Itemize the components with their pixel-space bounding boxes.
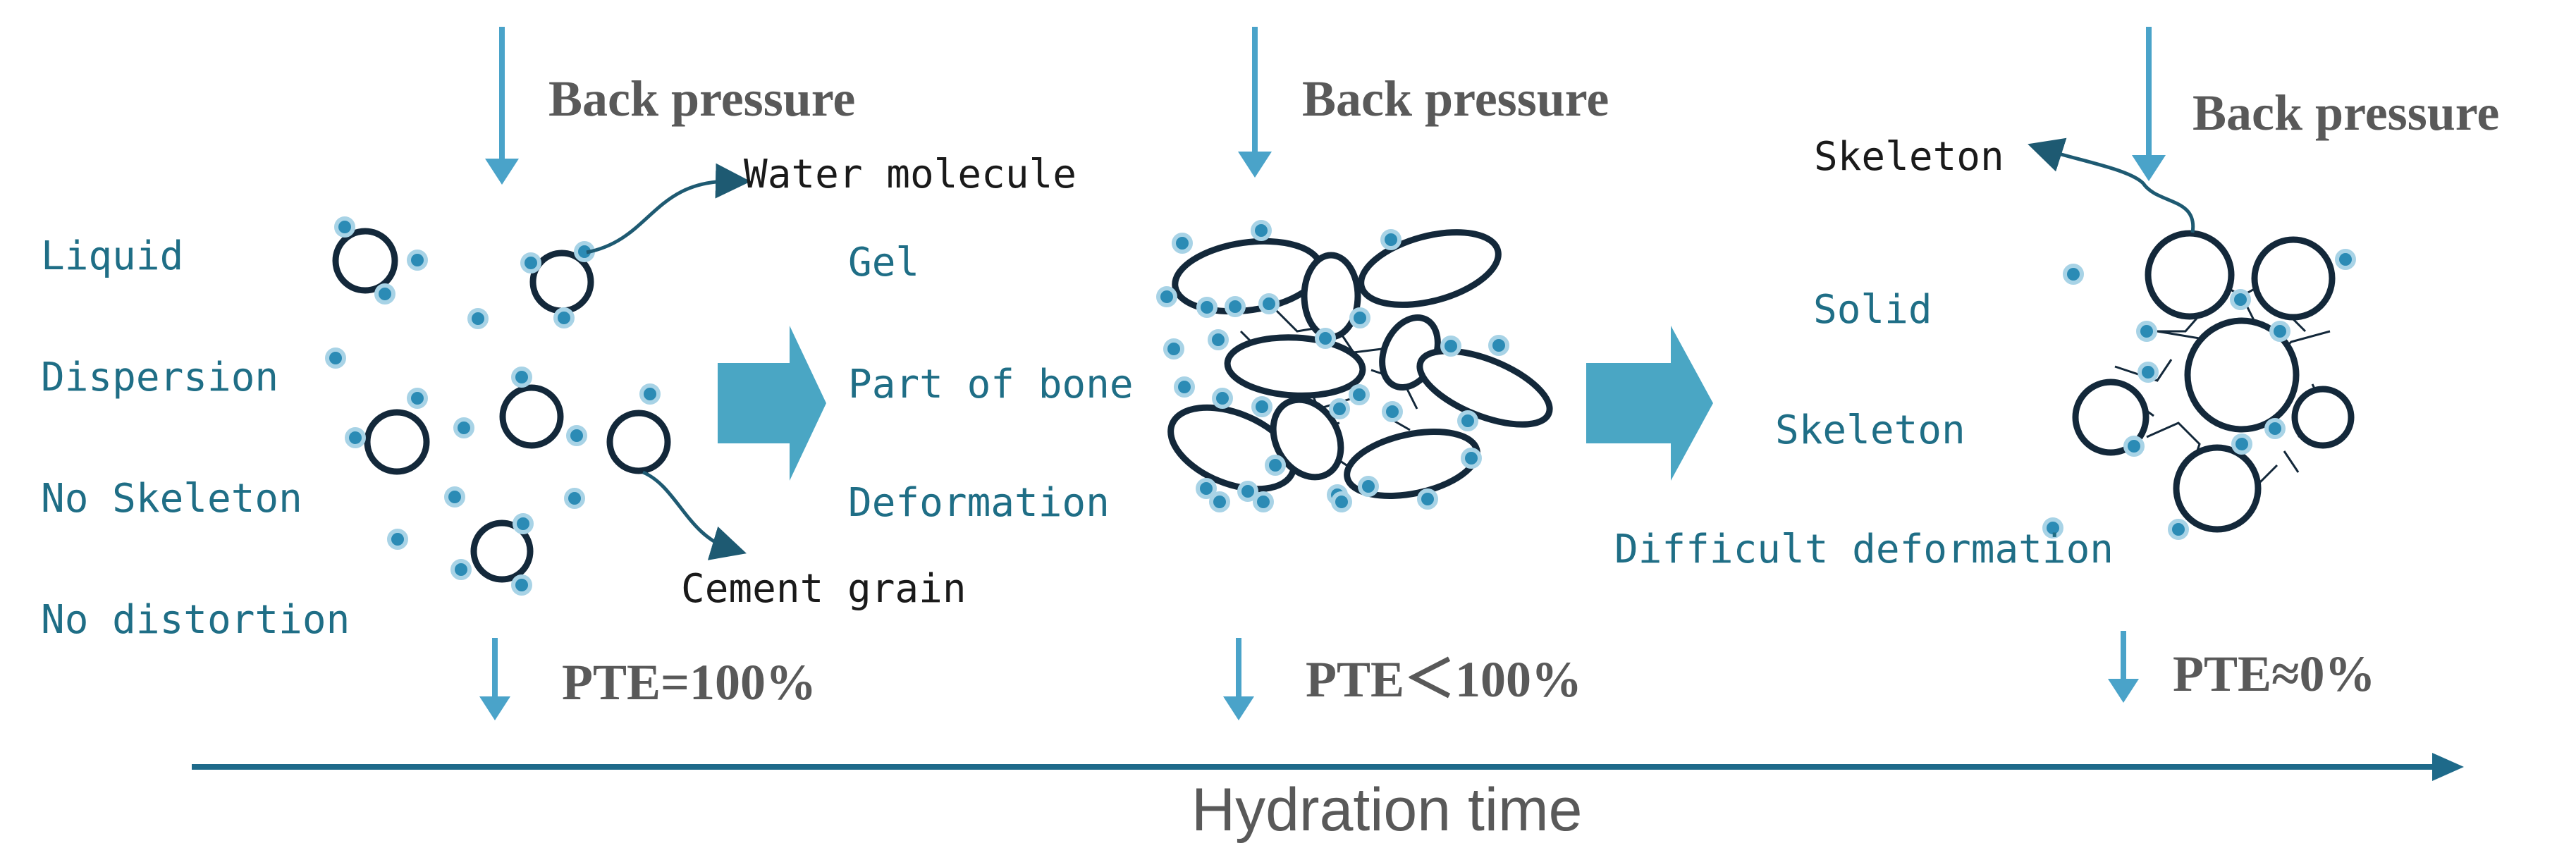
stage3-property: Solid — [1813, 287, 1932, 333]
stage1-callout-leaders — [586, 163, 751, 560]
stage2-gel-particles — [1167, 229, 1553, 499]
stage1-water-molecules — [325, 216, 661, 596]
pte-arrow-3 — [2108, 631, 2139, 703]
pte-arrow-2 — [1223, 638, 1254, 720]
stage2-property: Part of bone — [848, 362, 1134, 407]
back-pressure-arrow-3 — [2132, 27, 2166, 181]
stage3-property: Difficult deformation — [1614, 527, 2114, 572]
stage3-water-molecules — [2042, 249, 2356, 540]
transition-arrow-1 — [718, 326, 826, 481]
stage2-property: Deformation — [848, 480, 1110, 526]
stage1-property: Liquid — [41, 233, 184, 279]
back-pressure-label-1: Back pressure — [548, 70, 856, 127]
cement-grain-label: Cement grain — [681, 566, 967, 612]
water-molecule-label: Water molecule — [744, 152, 1077, 197]
skeleton-callout-label: Skeleton — [1814, 134, 2004, 180]
stage1-property: Dispersion — [41, 355, 279, 400]
stage3-property: Skeleton — [1775, 407, 1965, 453]
stage3-skeleton-particles — [2072, 230, 2355, 533]
pte-arrow-1 — [479, 638, 510, 720]
stage1-property: No Skeleton — [41, 476, 302, 522]
transition-arrow-2 — [1586, 326, 1713, 481]
stage3-callout-leader — [2028, 137, 2195, 233]
back-pressure-arrow-1 — [485, 27, 519, 185]
hydration-axis-arrow — [192, 753, 2464, 781]
back-pressure-arrow-2 — [1238, 27, 1272, 178]
stage1-property: No distortion — [41, 597, 350, 643]
stage2-water-molecules — [1156, 220, 1509, 512]
pte-label-2: PTE＜100% — [1306, 651, 1583, 708]
pte-label-1: PTE=100% — [562, 654, 817, 711]
pte-label-3: PTE≈0% — [2173, 646, 2376, 702]
stage2-property: Gel — [848, 240, 920, 285]
axis-title: Hydration time — [1191, 776, 1583, 844]
back-pressure-label-2: Back pressure — [1302, 70, 1609, 127]
back-pressure-label-3: Back pressure — [2192, 85, 2500, 141]
